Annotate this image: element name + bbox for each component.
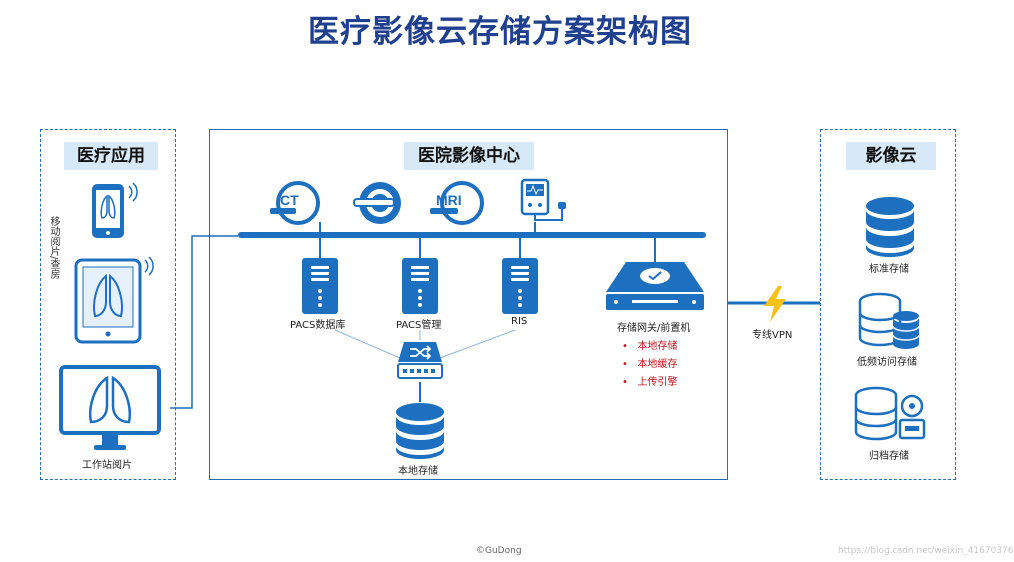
mri-label: MRI: [436, 192, 462, 208]
gateway-caption: 存储网关/前置机: [617, 323, 691, 334]
local-storage-database-icon: [396, 403, 444, 459]
gateway-feature-local-cache: • 本地缓存: [622, 359, 678, 370]
standard-storage-database-icon: [866, 197, 914, 257]
hospital-center-label: 医院影像中心: [404, 142, 534, 170]
imaging-scanner-icon: [353, 182, 401, 224]
network-switch-icon: [397, 342, 443, 379]
infrequent-access-storage-caption: 低频访问存储: [857, 357, 917, 368]
pacs-database-server-icon: [302, 258, 338, 314]
mobile-caption: 移动阅片/查房: [48, 216, 59, 280]
imaging-cloud-panel: [820, 129, 956, 480]
page-title: 医疗影像云存储方案架构图: [308, 14, 692, 50]
local-storage-caption: 本地存储: [398, 466, 438, 477]
archive-storage-icon: [854, 386, 926, 441]
vpn-link-label: 专线VPN: [752, 330, 793, 341]
watermark: https://blog.csdn.net/weixin_41670376: [838, 546, 1014, 556]
lightning-bolt-icon: [764, 286, 786, 322]
medical-apps-label: 医疗应用: [64, 142, 158, 170]
storage-gateway-icon: [606, 262, 704, 310]
imaging-cloud-label: 影像云: [846, 142, 936, 170]
tablet-icon: [74, 256, 154, 344]
mobile-phone-icon: [92, 182, 138, 238]
pacs-database-caption: PACS数据库: [290, 320, 346, 331]
infrequent-access-storage-icon: [858, 292, 920, 349]
ct-label: CT: [280, 192, 299, 208]
gateway-feature-upload-engine: • 上传引擎: [622, 377, 678, 388]
patient-monitor-icon: [520, 178, 566, 221]
ris-caption: RIS: [511, 316, 528, 327]
mri-scanner-icon: MRI: [430, 180, 490, 226]
archive-storage-caption: 归档存储: [869, 451, 909, 462]
ris-server-icon: [502, 258, 538, 314]
workstation-monitor-icon: [59, 365, 161, 450]
network-bus: [238, 232, 706, 238]
hospital-imaging-center-panel: [209, 129, 728, 480]
gateway-feature-local-storage: • 本地存储: [622, 341, 678, 352]
pacs-management-caption: PACS管理: [396, 320, 442, 331]
medical-apps-panel: [40, 129, 176, 480]
standard-storage-caption: 标准存储: [869, 264, 909, 275]
footer-credit: ©GuDong: [476, 546, 522, 556]
pacs-management-server-icon: [402, 258, 438, 314]
ct-scanner-icon: CT: [270, 180, 326, 226]
workstation-caption: 工作站阅片: [82, 460, 132, 471]
